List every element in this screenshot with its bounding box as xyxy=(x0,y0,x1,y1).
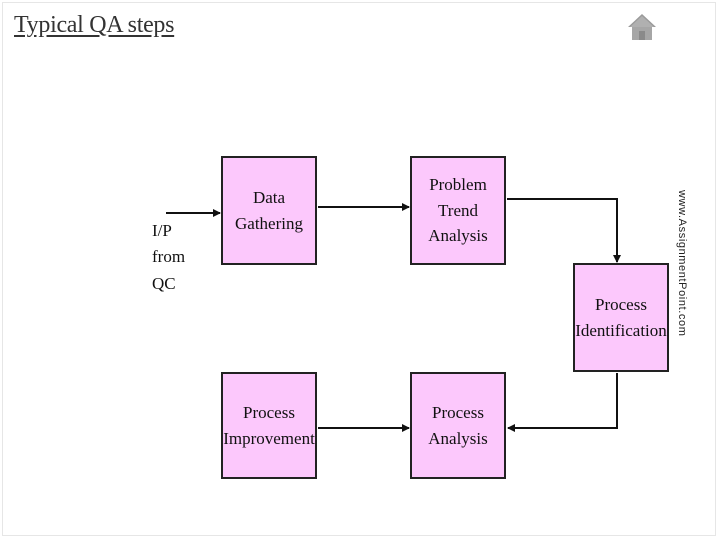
process-identification-box: Process Identification xyxy=(573,263,669,372)
data-gathering-box: Data Gathering xyxy=(221,156,317,265)
arrow-identification-to-analysis xyxy=(507,373,618,432)
home-button[interactable] xyxy=(626,12,658,42)
home-icon xyxy=(628,14,656,40)
arrow-trend-to-identification xyxy=(507,198,621,263)
problem-trend-analysis-box: Problem Trend Analysis xyxy=(410,156,506,265)
page-title: Typical QA steps xyxy=(14,12,175,38)
input-label: I/P from QC xyxy=(152,221,186,293)
watermark: www.AssignmentPoint.com xyxy=(676,190,688,337)
process-improvement-box: Process Improvement xyxy=(221,372,317,479)
process-analysis-box: Process Analysis xyxy=(410,372,506,479)
